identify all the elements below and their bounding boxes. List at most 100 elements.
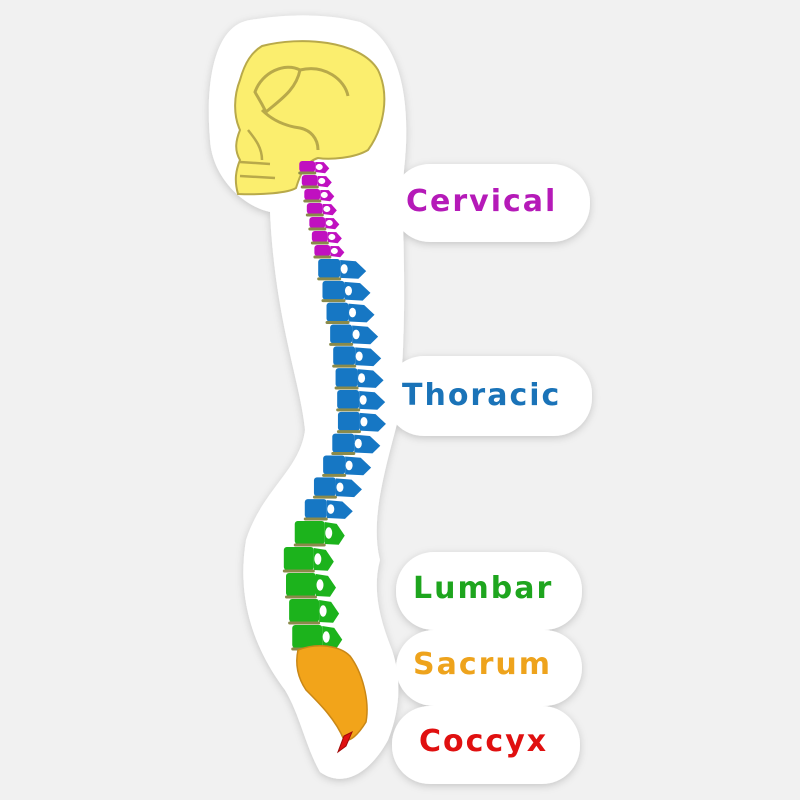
thoracic-vertebra-body xyxy=(318,259,341,278)
lumbar-foramen xyxy=(325,527,333,539)
lumbar-foramen xyxy=(319,605,327,617)
thoracic-foramen xyxy=(354,438,362,449)
lumbar-vertebra xyxy=(293,521,345,547)
cervical-foramen xyxy=(323,205,331,213)
skull xyxy=(234,40,386,196)
thoracic-foramen xyxy=(336,482,344,493)
thoracic-vertebra xyxy=(317,259,367,281)
thoracic-spinous-process xyxy=(344,281,371,301)
thoracic-foramen xyxy=(358,373,366,383)
cervical-foramen xyxy=(325,219,333,227)
thoracic-foramen xyxy=(352,329,360,340)
lumbar-vertebra xyxy=(282,547,334,573)
intervertebral-disc xyxy=(310,241,329,245)
cervical-vertebra xyxy=(300,175,332,189)
thoracic-vertebra-body xyxy=(337,411,360,431)
intervertebral-disc xyxy=(300,185,319,189)
intervertebral-disc xyxy=(303,199,322,203)
cervical-vertebra-body xyxy=(309,217,326,228)
intervertebral-disc xyxy=(312,495,337,499)
sacrum-bone xyxy=(296,644,368,742)
thoracic-vertebra xyxy=(312,477,362,499)
lumbar-vertebra-body xyxy=(294,521,325,544)
intervertebral-disc xyxy=(282,569,315,573)
label-sacrum: Sacrum xyxy=(413,647,553,682)
label-cervical: Cervical xyxy=(406,184,558,219)
thoracic-vertebra-body xyxy=(304,499,327,518)
intervertebral-disc xyxy=(325,321,350,324)
thoracic-foramen xyxy=(349,307,357,318)
cervical-foramen xyxy=(318,177,326,185)
label-thoracic: Thoracic xyxy=(402,378,562,413)
thoracic-vertebra xyxy=(332,346,382,368)
intervertebral-disc xyxy=(298,171,317,175)
sticker-backing xyxy=(208,15,592,784)
thoracic-spinous-process xyxy=(354,434,381,454)
intervertebral-disc xyxy=(308,227,327,231)
thoracic-vertebra-body xyxy=(323,455,346,475)
vertebral-column xyxy=(282,161,386,651)
thoracic-vertebra-body xyxy=(333,346,356,366)
lumbar-vertebra-body xyxy=(289,599,320,622)
thoracic-vertebra-body xyxy=(313,477,336,497)
label-coccyx: Coccyx xyxy=(419,724,549,759)
cervical-foramen xyxy=(320,191,328,199)
thoracic-spinous-process xyxy=(352,325,379,345)
thoracic-foramen xyxy=(359,395,367,405)
intervertebral-disc xyxy=(288,621,321,625)
thoracic-vertebra xyxy=(329,324,379,346)
thoracic-vertebra xyxy=(322,455,372,477)
thoracic-foramen xyxy=(345,460,353,471)
intervertebral-disc xyxy=(336,408,361,412)
thoracic-spinous-process xyxy=(359,391,386,410)
thoracic-foramen xyxy=(327,504,335,514)
intervertebral-disc xyxy=(336,430,361,434)
thoracic-vertebra xyxy=(321,280,371,303)
thoracic-spinous-process xyxy=(355,347,382,367)
coccyx-bone xyxy=(336,730,353,754)
thoracic-vertebra-body xyxy=(330,324,353,344)
thoracic-spinous-process xyxy=(359,412,386,432)
cervical-vertebra xyxy=(303,189,335,203)
thoracic-vertebra xyxy=(303,499,353,521)
cervical-vertebra xyxy=(298,161,330,175)
cervical-foramen xyxy=(330,247,338,255)
thoracic-spinous-process xyxy=(348,303,375,323)
cervical-vertebra-body xyxy=(301,175,318,186)
cervical-vertebra-body xyxy=(314,245,331,256)
intervertebral-disc xyxy=(303,517,328,521)
lumbar-vertebra xyxy=(285,573,336,599)
lumbar-vertebra-body xyxy=(292,625,323,648)
intervertebral-disc xyxy=(317,277,342,281)
cervical-vertebra xyxy=(308,217,340,231)
thoracic-vertebra xyxy=(334,368,384,390)
intervertebral-disc xyxy=(305,213,324,217)
thoracic-spinous-process xyxy=(345,456,372,476)
thoracic-foramen xyxy=(360,416,368,427)
thoracic-vertebra-body xyxy=(335,368,358,387)
cervical-vertebra xyxy=(313,245,345,259)
cervical-foramen xyxy=(328,233,336,241)
intervertebral-disc xyxy=(322,473,347,477)
thoracic-spinous-process xyxy=(357,369,384,388)
lumbar-vertebra-body xyxy=(283,547,314,570)
thoracic-vertebra-body xyxy=(332,433,355,453)
lumbar-foramen xyxy=(314,553,322,565)
intervertebral-disc xyxy=(334,386,359,390)
thoracic-vertebra xyxy=(336,411,386,434)
lumbar-foramen xyxy=(322,631,330,643)
cervical-vertebra-body xyxy=(304,189,321,200)
thoracic-vertebra xyxy=(325,302,375,324)
intervertebral-disc xyxy=(332,364,357,368)
thoracic-spinous-process xyxy=(326,500,353,519)
intervertebral-disc xyxy=(313,255,332,259)
cervical-foramen xyxy=(315,163,323,171)
thoracic-foramen xyxy=(340,264,348,274)
thoracic-vertebra xyxy=(331,433,381,455)
cervical-vertebra-body xyxy=(311,231,328,242)
label-lumbar: Lumbar xyxy=(413,571,554,606)
intervertebral-disc xyxy=(331,452,356,455)
thoracic-vertebra xyxy=(336,390,386,412)
